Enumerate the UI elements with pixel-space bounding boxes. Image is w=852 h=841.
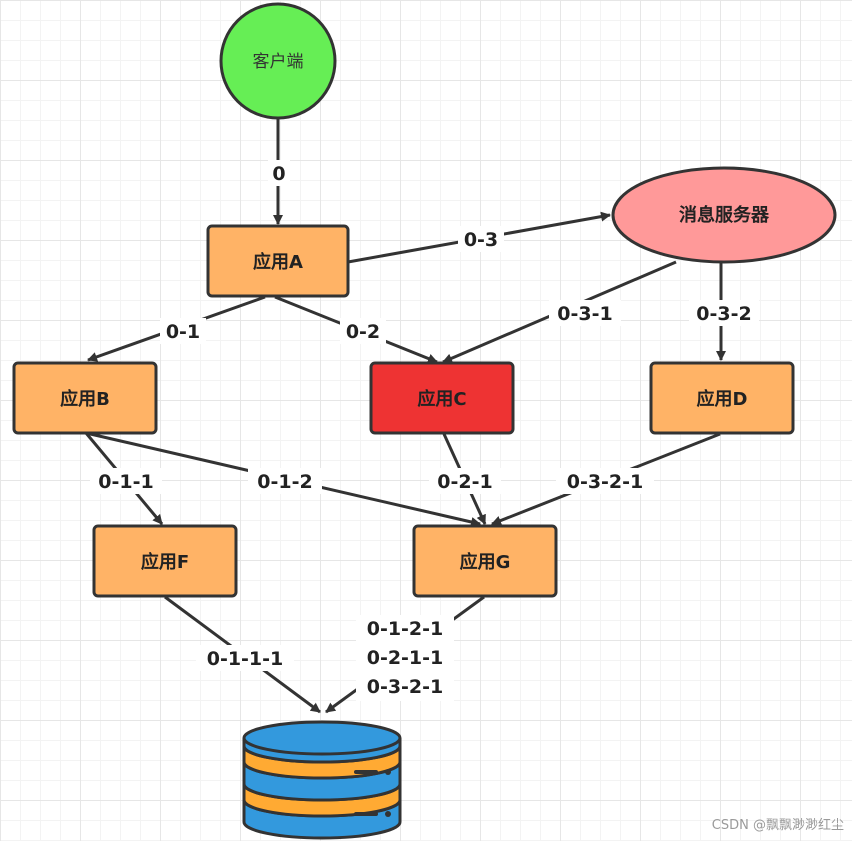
edge-message-server-to-app-c: 0-3-1 [442,260,677,364]
edge-label-app-a-to-message-server: 0-3 [464,229,498,251]
edge-label-app-g-to-database-1: 0-1-2-1 [367,618,444,640]
node-label-app-a: 应用A [253,251,303,273]
node-client: 客户端 [219,2,337,120]
edge-label-app-g-to-database-3: 0-3-2-1 [367,676,444,698]
edge-label-message-server-to-app-c: 0-3-1 [557,303,612,325]
edge-message-server-to-app-d: 0-3-2 [689,262,759,361]
edge-label-app-f-to-database: 0-1-1-1 [207,648,284,670]
edge-app-c-to-app-g: 0-2-1 [429,433,501,525]
edge-app-g-to-database: 0-1-2-1 0-2-1-1 0-3-2-1 [325,595,485,714]
node-app-b: 应用B [12,361,158,435]
edge-label-app-b-to-app-g: 0-1-2 [257,471,312,493]
edge-app-a-to-message-server: 0-3 [347,211,611,264]
edge-app-a-to-app-b: 0-1 [87,295,266,362]
node-label-message-server: 消息服务器 [679,204,770,226]
edge-label-app-d-to-app-g: 0-3-2-1 [567,471,644,493]
edge-label-app-a-to-app-c: 0-2 [346,321,380,343]
node-label-app-c: 应用C [417,388,466,410]
node-message-server: 消息服务器 [611,166,837,264]
node-label-app-d: 应用D [697,388,748,410]
edge-app-b-to-app-f: 0-1-1 [84,432,164,525]
node-label-app-b: 应用B [60,388,110,410]
edge-client-to-app-a: 0 [268,118,290,225]
edge-label-app-c-to-app-g: 0-2-1 [437,471,492,493]
csdn-watermark: CSDN @飘飘渺渺红尘 [711,818,844,833]
node-app-d: 应用D [649,361,795,435]
edge-app-f-to-database: 0-1-1-1 [164,595,321,714]
edge-label-message-server-to-app-d: 0-3-2 [696,303,751,325]
edge-label-client-to-app-a: 0 [272,163,285,185]
database-indicator-dots [354,769,391,817]
node-label-app-f: 应用F [141,551,189,573]
node-app-c: 应用C [369,361,515,435]
node-label-app-g: 应用G [460,551,511,573]
node-app-a: 应用A [206,224,350,298]
node-label-client: 客户端 [253,52,304,72]
database-icon [242,720,402,840]
node-app-f: 应用F [92,524,238,598]
edge-app-b-to-app-g: 0-1-2 [85,431,481,527]
edge-label-app-b-to-app-f: 0-1-1 [98,471,153,493]
node-app-g: 应用G [412,524,558,598]
edge-app-a-to-app-c: 0-2 [274,295,438,364]
edge-label-app-a-to-app-b: 0-1 [166,321,200,343]
edge-label-app-g-to-database-2: 0-2-1-1 [367,647,444,669]
edge-app-d-to-app-g: 0-3-2-1 [491,432,721,526]
